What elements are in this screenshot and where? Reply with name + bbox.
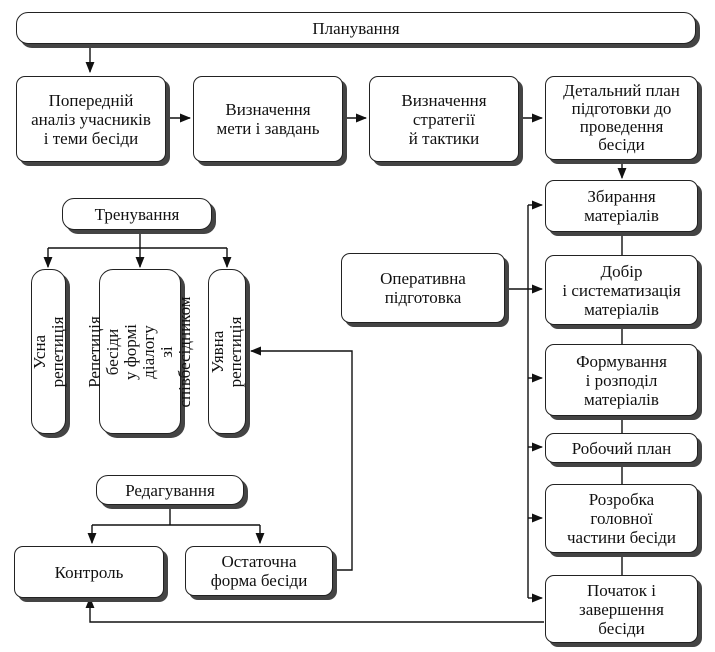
step-detailed-plan-label: Детальний план підготовки до проведення … [563,81,680,154]
final-form-box: Остаточна форма бесіди [185,546,333,596]
training-box: Тренування [62,198,212,230]
operative-preparation-label: Оперативна підготовка [380,269,466,307]
rehearsal-dialogue: Репетиція бесіди у формі діалогу зі спів… [85,269,194,434]
step-selection: Добір і систематизація матеріалів [545,255,698,325]
editing-label: Редагування [125,480,215,500]
step-working-plan: Робочий план [545,433,698,463]
final-form-label: Остаточна форма бесіди [210,552,308,590]
planning-label: Планування [312,18,400,38]
step-working-plan-label: Робочий план [571,438,672,458]
step-preliminary-analysis-label: Попередній аналіз учасників і теми бесід… [31,90,151,148]
step-preliminary-analysis: Попередній аналіз учасників і теми бесід… [16,76,166,162]
editing-box: Редагування [96,475,244,505]
operative-preparation: Оперативна підготовка [341,253,505,323]
arrow-final-to-imagined [249,346,353,571]
control-box: Контроль [14,546,164,598]
rehearsal-oral: Усна репетиція [29,269,67,434]
step-strategy: Визначення стратегії й тактики [369,76,519,162]
training-label: Тренування [94,204,180,224]
rehearsal-imagined-label: Уявна репетиція [208,316,245,387]
step-strategy-label: Визначення стратегії й тактики [401,90,487,148]
planning-header: Планування [16,12,696,44]
rehearsal-oral-label: Усна репетиція [29,316,67,387]
step-forming: Формування і розподіл матеріалів [545,344,698,416]
step-beginning-ending: Початок і завершення бесіди [545,575,698,643]
rehearsal-dialogue-label: Репетиція бесіди у формі діалогу зі спів… [85,295,194,407]
step-selection-label: Добір і систематизація матеріалів [562,261,681,319]
step-collecting: Збирання матеріалів [545,180,698,232]
step-forming-label: Формування і розподіл матеріалів [576,351,667,409]
step-main-part-label: Розробка головної частини бесіди [566,490,677,547]
step-beginning-ending-label: Початок і завершення бесіди [579,580,664,638]
step-detailed-plan: Детальний план підготовки до проведення … [545,76,698,160]
arrow-ending-to-control [85,596,544,623]
step-goals: Визначення мети і завдань [193,76,343,162]
step-collecting-label: Збирання матеріалів [584,187,659,225]
step-goals-label: Визначення мети і завдань [216,100,320,138]
rehearsal-imagined: Уявна репетиція [208,269,246,434]
control-label: Контроль [54,562,124,582]
step-main-part: Розробка головної частини бесіди [545,484,698,553]
